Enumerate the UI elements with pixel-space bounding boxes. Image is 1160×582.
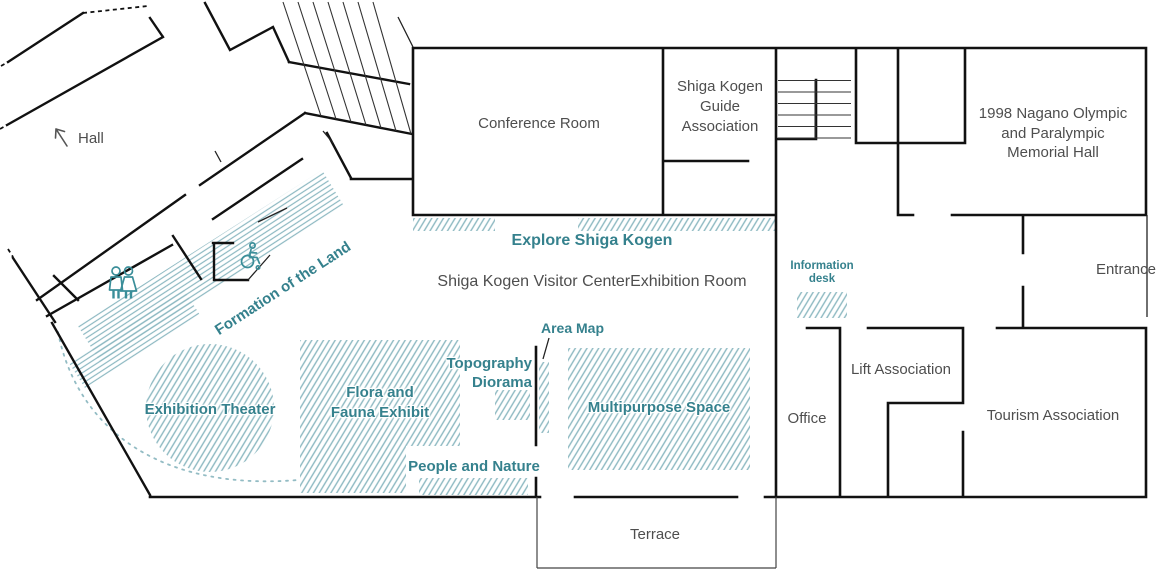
exhibition-theater-area — [146, 344, 274, 472]
staircase-east — [778, 79, 851, 139]
up-left-arrow-icon — [54, 128, 68, 147]
exhibit-areas — [69, 170, 847, 495]
people-nature-area — [419, 478, 528, 495]
multipurpose-area — [568, 348, 750, 470]
flora-fauna-area — [300, 340, 460, 493]
explore-exhibit-area-left — [413, 218, 495, 231]
terrace-outline — [536, 497, 777, 569]
topography-diorama-area — [495, 390, 530, 420]
walls-thin — [214, 16, 1148, 360]
staircase-central — [282, 1, 412, 135]
walls-main — [148, 46, 1148, 499]
wheelchair-access-icon — [240, 242, 261, 271]
information-desk-area — [797, 292, 847, 318]
formation-land-area — [78, 170, 344, 362]
explore-exhibit-area-right — [578, 218, 776, 231]
restroom-icons — [108, 266, 138, 299]
area-map-strip — [539, 362, 549, 433]
female-restroom-icon — [119, 266, 138, 299]
formation-land-area-lower — [69, 290, 200, 388]
walls-dashed-ends — [0, 5, 149, 258]
walls-west-wing — [5, 1, 414, 497]
male-restroom-icon — [108, 266, 124, 299]
theater-dotted-arc — [57, 331, 299, 483]
